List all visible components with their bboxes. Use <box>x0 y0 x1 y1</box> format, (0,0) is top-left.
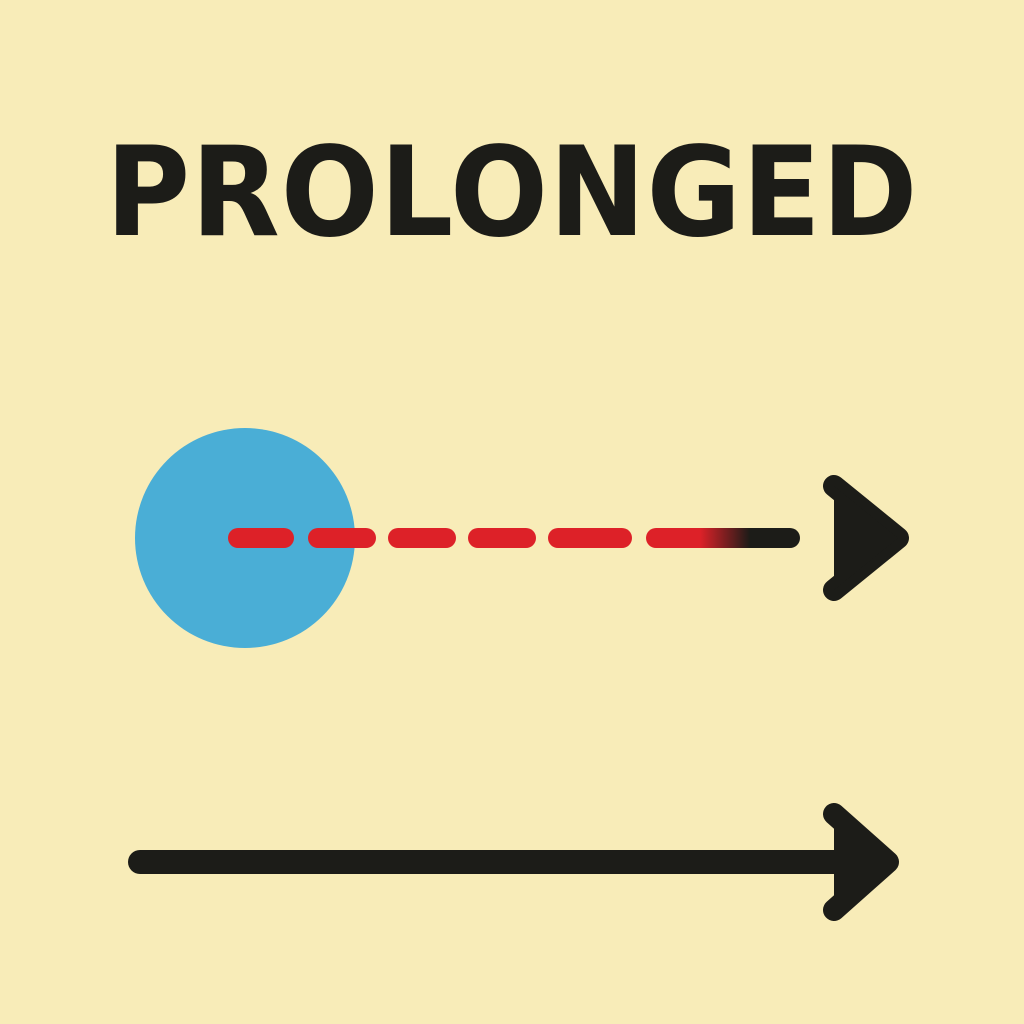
page-title: PROLONGED <box>105 121 919 265</box>
arrowhead-fill <box>834 486 898 590</box>
solid-arrowhead-fill <box>834 814 888 910</box>
